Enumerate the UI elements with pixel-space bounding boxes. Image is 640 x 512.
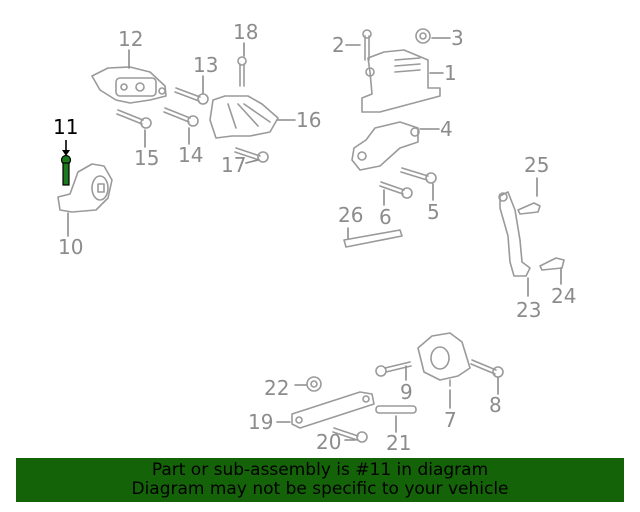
callout-8: 8 — [489, 393, 502, 417]
callout-18: 18 — [233, 20, 259, 44]
callout-11-highlighted: 11 — [53, 115, 79, 139]
callout-13: 13 — [193, 53, 219, 77]
info-banner: Part or sub-assembly is #11 in diagram D… — [16, 458, 624, 502]
callout-3: 3 — [451, 26, 464, 50]
part-16-mount-icon — [209, 95, 279, 139]
parts-diagram: 1 2 3 4 5 6 7 8 9 10 11 12 13 14 15 16 1… — [53, 20, 577, 455]
part-11-bolt-icon — [60, 140, 72, 186]
callout-20: 20 — [316, 430, 342, 454]
part-1-mount-icon — [361, 49, 441, 113]
part-12-bracket-icon — [91, 66, 167, 104]
callout-22: 22 — [264, 376, 290, 400]
part-19-arm-icon — [291, 391, 375, 429]
callout-10: 10 — [58, 235, 84, 259]
callout-14: 14 — [178, 143, 204, 167]
callout-23: 23 — [516, 298, 542, 322]
callout-4: 4 — [440, 117, 453, 141]
part-23-bracket-icon — [499, 191, 531, 277]
callout-26: 26 — [338, 203, 364, 227]
callout-21: 21 — [386, 431, 412, 455]
callout-2: 2 — [332, 33, 345, 57]
callout-5: 5 — [427, 200, 440, 224]
part-10-mount-icon — [57, 163, 113, 213]
callout-6: 6 — [379, 205, 392, 229]
parts-drawing — [57, 28, 565, 443]
callout-7: 7 — [444, 408, 457, 432]
callout-25: 25 — [524, 153, 550, 177]
banner-line-disclaimer: Diagram may not be specific to your vehi… — [131, 479, 509, 499]
callout-19: 19 — [248, 410, 274, 434]
callout-16: 16 — [296, 108, 322, 132]
callout-12: 12 — [118, 27, 144, 51]
callout-1: 1 — [444, 61, 457, 85]
part-4-bracket-icon — [351, 121, 419, 171]
part-26-pad-icon — [343, 229, 403, 248]
callout-17: 17 — [221, 153, 247, 177]
callout-15: 15 — [134, 146, 160, 170]
callout-9: 9 — [400, 380, 413, 404]
banner-line-part-number: Part or sub-assembly is #11 in diagram — [151, 460, 489, 480]
part-7-mount-icon — [417, 332, 471, 381]
callout-24: 24 — [551, 284, 577, 308]
